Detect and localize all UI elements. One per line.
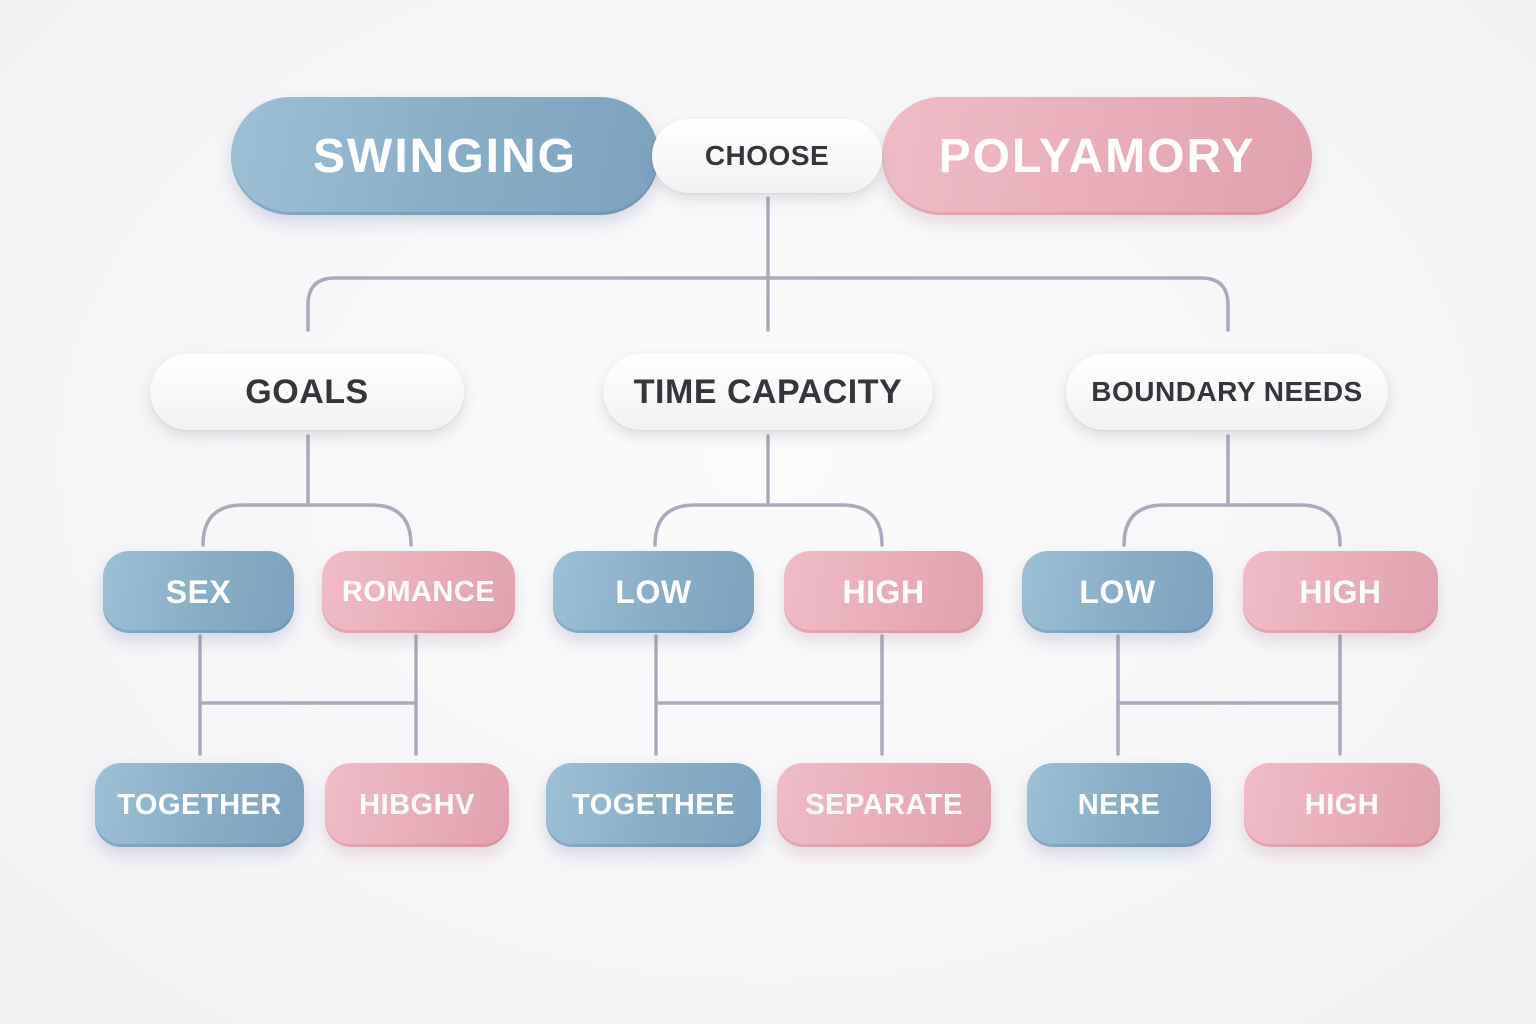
option-time-high[interactable]: HIGH bbox=[784, 551, 983, 633]
swinging-node[interactable]: SWINGING bbox=[231, 97, 659, 215]
option-boundary-high[interactable]: HIGH bbox=[1243, 551, 1438, 633]
option-goals-romance[interactable]: ROMANCE bbox=[322, 551, 515, 633]
category-boundary-needs[interactable]: BOUNDARY NEEDS bbox=[1066, 354, 1388, 430]
outcome-boundary-high[interactable]: HIGH bbox=[1244, 763, 1440, 847]
outcome-boundary-nere[interactable]: NERE bbox=[1027, 763, 1211, 847]
outcome-goals-together[interactable]: TOGETHER bbox=[95, 763, 304, 847]
option-time-low[interactable]: LOW bbox=[553, 551, 754, 633]
category-goals[interactable]: GOALS bbox=[150, 354, 464, 430]
outcome-time-separate[interactable]: SEPARATE bbox=[777, 763, 991, 847]
outcome-time-togethee[interactable]: TOGETHEE bbox=[546, 763, 761, 847]
choose-node[interactable]: CHOOSE bbox=[652, 119, 882, 193]
polyamory-node[interactable]: POLYAMORY bbox=[882, 97, 1312, 215]
outcome-goals-hibghv[interactable]: HIBGHV bbox=[325, 763, 509, 847]
category-time-capacity[interactable]: TIME CAPACITY bbox=[603, 354, 933, 430]
option-goals-sex[interactable]: SEX bbox=[103, 551, 294, 633]
option-boundary-low[interactable]: LOW bbox=[1022, 551, 1213, 633]
